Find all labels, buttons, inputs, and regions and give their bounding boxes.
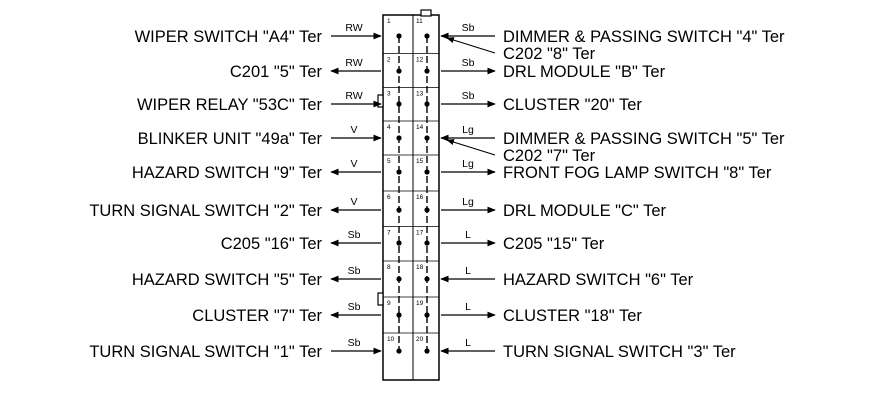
terminal-label: DRL MODULE "B" Ter: [503, 63, 666, 81]
pin-contact: [424, 33, 430, 39]
pin-contact: [424, 169, 430, 175]
pin-number: 18: [416, 264, 424, 271]
wire-color-code: Sb: [348, 301, 361, 313]
pin-number: 4: [387, 124, 391, 131]
pin-contact: [424, 276, 430, 282]
pin-number: 9: [387, 300, 391, 307]
pin-contact: [396, 207, 402, 213]
wire-color-code: Sb: [462, 22, 475, 34]
pin-number: 11: [416, 18, 423, 25]
pin-number: 12: [416, 57, 424, 64]
wire-color-code: Lg: [462, 196, 474, 208]
terminal-label: HAZARD SWITCH "5" Ter: [132, 271, 323, 289]
pin-contact: [396, 101, 402, 107]
terminal-label: CLUSTER "20" Ter: [503, 96, 642, 114]
terminal-label: WIPER SWITCH "A4" Ter: [135, 28, 323, 46]
terminal-label: CLUSTER "18" Ter: [503, 307, 642, 325]
wire-color-code: L: [465, 265, 471, 277]
pin-number: 15: [416, 158, 424, 165]
wire-branch-line: [446, 139, 496, 156]
pin-contact: [396, 312, 402, 318]
pin-number: 20: [416, 336, 424, 343]
terminal-label: C205 "15" Ter: [503, 235, 605, 253]
pin-contact: [424, 240, 430, 246]
terminal-label: C205 "16" Ter: [221, 235, 323, 253]
wire-color-code: RW: [345, 90, 362, 102]
wire-color-code: V: [350, 158, 357, 170]
pin-contact: [396, 169, 402, 175]
terminal-label-secondary: C202 "8" Ter: [503, 45, 596, 63]
pin-contact: [396, 135, 402, 141]
pin-number: 8: [387, 264, 391, 271]
wire-color-code: Lg: [462, 124, 474, 136]
terminal-label: DRL MODULE "C" Ter: [503, 202, 666, 220]
pin-contact: [396, 348, 402, 354]
terminal-label: DIMMER & PASSING SWITCH "5" Ter: [503, 130, 785, 148]
wire-color-code: Sb: [348, 229, 361, 241]
connector-side-latch: [377, 94, 384, 108]
pin-contact: [396, 276, 402, 282]
pin-number: 5: [387, 158, 391, 165]
wire-color-code: Sb: [462, 90, 475, 102]
pin-number: 19: [416, 300, 424, 307]
wire-color-code: Sb: [348, 265, 361, 277]
wire-color-code: Sb: [462, 57, 475, 69]
wire-color-code: L: [465, 301, 471, 313]
pin-contact: [424, 101, 430, 107]
wire-color-code: RW: [345, 22, 362, 34]
pin-contact: [424, 348, 430, 354]
wire-branch-line: [446, 37, 496, 54]
terminal-label: TURN SIGNAL SWITCH "1" Ter: [89, 343, 322, 361]
terminal-label: FRONT FOG LAMP SWITCH "8" Ter: [503, 164, 772, 182]
wire-color-code: L: [465, 337, 471, 349]
pin-contact: [396, 33, 402, 39]
terminal-label: DIMMER & PASSING SWITCH "4" Ter: [503, 28, 785, 46]
terminal-label: HAZARD SWITCH "9" Ter: [132, 164, 323, 182]
pin-number: 14: [416, 124, 424, 131]
pin-number: 6: [387, 194, 391, 201]
connector-side-latch: [377, 292, 384, 306]
pin-number: 3: [387, 91, 391, 98]
pin-contact: [424, 135, 430, 141]
wire-color-code: Sb: [348, 337, 361, 349]
terminal-label: WIPER RELAY "53C" Ter: [137, 96, 323, 114]
terminal-label: C201 "5" Ter: [230, 63, 323, 81]
pin-number: 1: [387, 18, 391, 25]
pin-contact: [424, 207, 430, 213]
wire-color-code: Lg: [462, 158, 474, 170]
pin-number: 10: [387, 336, 395, 343]
terminal-label: CLUSTER "7" Ter: [192, 307, 322, 325]
wire-color-code: RW: [345, 57, 362, 69]
pin-number: 13: [416, 91, 424, 98]
pin-contact: [396, 240, 402, 246]
connector-housing: [382, 14, 440, 381]
pin-number: 7: [387, 230, 391, 237]
pin-number: 2: [387, 57, 391, 64]
pin-contact: [424, 312, 430, 318]
pin-number: 16: [416, 194, 424, 201]
terminal-label: HAZARD SWITCH "6" Ter: [503, 271, 694, 289]
pin-contact: [424, 68, 430, 74]
terminal-label: TURN SIGNAL SWITCH "3" Ter: [503, 343, 736, 361]
wire-color-code: V: [350, 124, 357, 136]
terminal-label-secondary: C202 "7" Ter: [503, 147, 596, 165]
pin-contact: [396, 68, 402, 74]
wire-color-code: L: [465, 229, 471, 241]
pin-number: 17: [416, 230, 424, 237]
terminal-label: BLINKER UNIT "49a" Ter: [138, 130, 323, 148]
connector-top-tab: [420, 9, 432, 17]
terminal-label: TURN SIGNAL SWITCH "2" Ter: [89, 202, 322, 220]
wire-color-code: V: [350, 196, 357, 208]
